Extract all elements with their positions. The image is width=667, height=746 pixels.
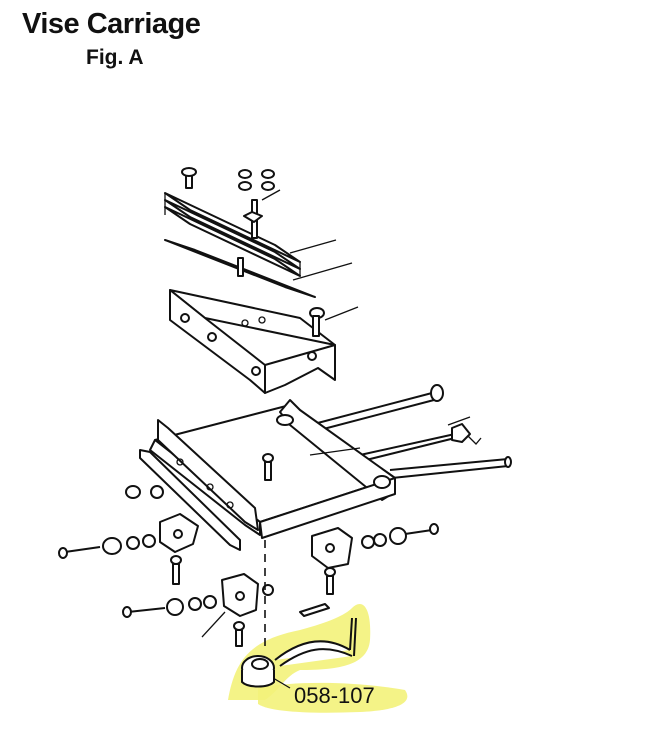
left-hardware <box>58 485 274 647</box>
right-hardware <box>299 523 439 617</box>
carriage-base <box>139 399 396 551</box>
part-number-label: 058-107 <box>294 683 375 708</box>
upper-bracket <box>169 289 336 394</box>
guide-rods <box>309 384 512 479</box>
top-bolts <box>181 167 275 277</box>
clamp-plates <box>164 192 316 298</box>
leader-lines <box>201 189 471 689</box>
highlighted-part <box>241 617 357 688</box>
figure-label: Fig. A <box>86 46 144 69</box>
page-title: Vise Carriage <box>22 8 201 40</box>
